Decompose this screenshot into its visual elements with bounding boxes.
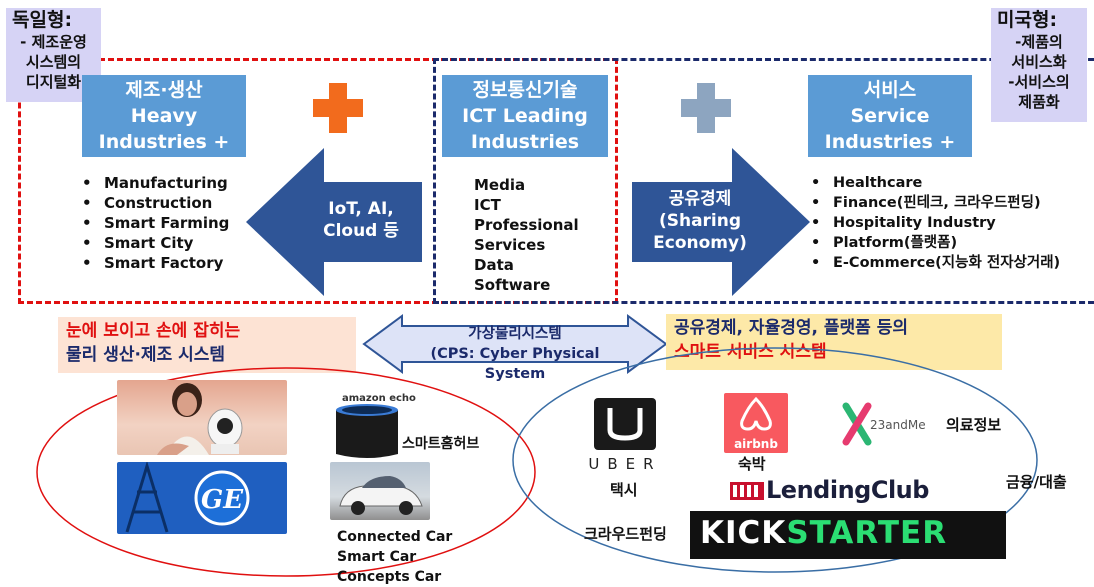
physical-ellipse [36,367,536,577]
list-item: Platform(플랫폼) [805,233,1060,253]
american-model-line: 제품화 [1018,93,1060,111]
car-list-item: Connected Car [337,529,453,545]
sector-subtitle: Industries + [98,131,230,153]
amazon-echo-logo: amazon echo [342,393,416,404]
kickstarter-wordmark-part: STARTER [786,515,948,551]
cps-label-line1: 가상물리시스템 [468,326,562,342]
physical-system-band: 눈에 보이고 손에 잡히는 물리 생산·제조 시스템 [58,317,356,373]
ge-photo: GE [117,460,287,534]
sector-subtitle: Industries [470,131,580,153]
sector-subtitle: Heavy [130,105,198,127]
airbnb-belo-icon [740,396,772,431]
left-arrow-label: IoT, AI, Cloud 등 [306,198,416,242]
list-item: Media [474,176,526,194]
list-item: Smart Factory [76,253,229,273]
american-model-line: -제품의 [1015,33,1063,51]
arrow-label-line: 공유경제 [668,189,732,209]
smart-band-line1: 공유경제, 자율경영, 플랫폼 등의 [674,318,908,338]
arrow-label-line: IoT, AI, [328,199,394,219]
list-item: Finance(핀테크, 크라우드펀딩) [805,193,1060,213]
car-list-item: Smart Car [337,549,417,565]
self-driving-car-icon [339,476,423,515]
uber-logo-icon [594,398,656,450]
smart-hub-label: 스마트홈허브 [402,436,480,452]
list-item: Data [474,256,514,274]
list-item: Hospitality Industry [805,213,1060,233]
list-item: Construction [76,193,229,213]
twentythree-and-me-wordmark: 23andMe [870,418,926,432]
ict-list: Media ICT Professional Services Data Sof… [474,175,579,295]
crowdfunding-label: 크라우드펀딩 [584,525,667,543]
manufacturing-list: Manufacturing Construction Smart Farming… [76,173,229,273]
smart-band-line2: 스마트 서비스 시스템 [674,342,827,362]
service-list: Healthcare Finance(핀테크, 크라우드펀딩) Hospital… [805,173,1060,273]
sector-subtitle: Industries + [824,131,956,153]
service-ellipse [512,347,1038,573]
gray-plus-icon [681,83,731,133]
cps-label-line2: (CPS: Cyber Physical System [430,346,600,382]
list-item: Smart Farming [76,213,229,233]
list-item: Manufacturing [76,173,229,193]
list-item: Smart City [76,233,229,253]
list-item: Healthcare [805,173,1060,193]
orange-plus-icon [313,83,363,133]
american-model-label: 미국형: -제품의 서비스화 -서비스의 제품화 [991,8,1087,122]
right-arrow-shape [632,148,810,296]
lendingclub-mark-icon [730,482,764,500]
list-item: Software [474,276,551,294]
car-list: Connected Car Smart Car Concepts Car [337,527,452,587]
arrow-label-line: (Sharing [658,211,742,231]
right-arrow-label: 공유경제 (Sharing Economy) [640,188,760,254]
cps-label: 가상물리시스템 (CPS: Cyber Physical System [400,324,630,384]
medical-info-label: 의료정보 [946,416,1002,434]
list-item: Services [474,236,546,254]
sector-title: 제조·생산 [125,79,203,101]
taxi-label: 택시 [610,481,638,499]
smart-service-band: 공유경제, 자율경영, 플랫폼 등의 스마트 서비스 시스템 [666,314,1002,370]
lendingclub-wordmark: LendingClub [766,476,929,504]
lodging-label: 숙박 [738,455,766,473]
airbnb-logo: airbnb [724,393,788,453]
smart-speaker-icon [336,404,398,458]
american-model-title: 미국형: [997,9,1058,31]
sector-title: 서비스 [863,79,917,101]
arrow-label-line: Economy) [653,233,747,253]
list-item: ICT [474,196,501,214]
american-model-line: -서비스의 [1008,73,1070,91]
german-model-line: - 제조운영 [20,33,87,51]
manufacturing-ict-frame [18,58,618,304]
robot-photo [117,380,287,455]
uber-wordmark: UBER [588,455,662,473]
arrow-label-line: Cloud 등 [323,221,399,241]
physical-band-line1: 눈에 보이고 손에 잡히는 [66,321,241,341]
car-photo [330,462,430,520]
service-sector-box: 서비스 Service Industries + [808,75,972,157]
left-arrow-shape [246,148,422,296]
sector-subtitle: Service [850,105,930,127]
sector-title: 정보통신기술 [472,79,578,101]
person-with-robot-icon [157,383,243,455]
physical-band-line2: 물리 생산·제조 시스템 [66,345,226,365]
american-model-line: 서비스화 [1011,53,1067,71]
list-item: E-Commerce(지능화 전자상거래) [805,253,1060,273]
finance-label: 금융/대출 [1006,473,1067,491]
twentythree-and-me-icon [842,402,872,446]
ict-sector-box: 정보통신기술 ICT Leading Industries [442,75,608,157]
manufacturing-sector-box: 제조·생산 Heavy Industries + [82,75,246,157]
airbnb-wordmark: airbnb [734,437,778,451]
german-model-title: 독일형: [12,9,73,31]
german-model-line: 시스템의 [25,53,82,71]
sector-subtitle: ICT Leading [462,105,588,127]
ict-service-frame [433,58,1094,304]
power-grid-icon: GE [125,460,250,533]
german-model-line: 디지털화 [25,73,82,91]
kickstarter-logo: KICKSTARTER [690,511,1006,559]
list-item: Professional [474,216,579,234]
car-list-item: Concepts Car [337,569,442,585]
kickstarter-wordmark-part: KICK [700,515,787,551]
ge-logo-text: GE [201,485,244,515]
